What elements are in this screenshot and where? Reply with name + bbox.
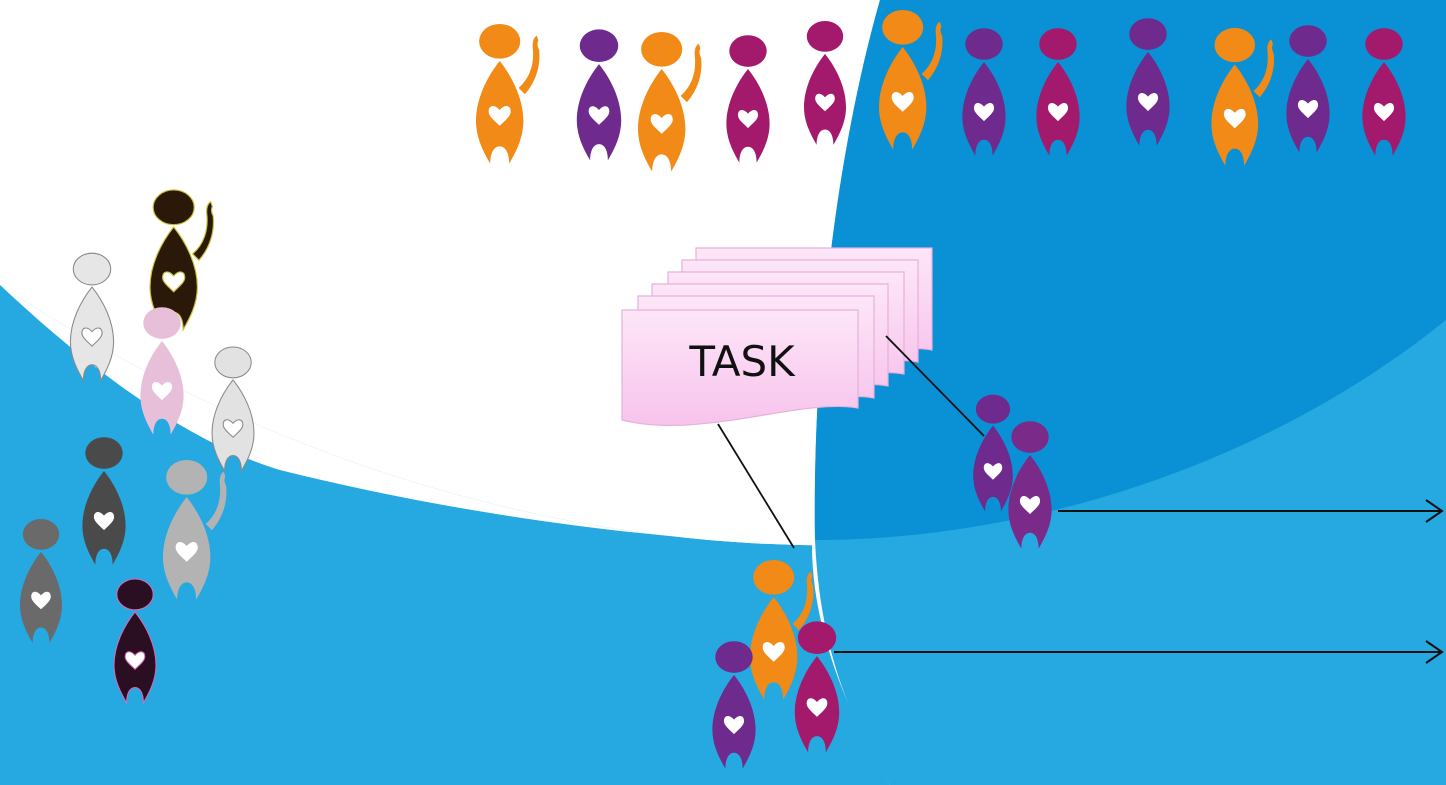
- person-heart-icon: [576, 29, 622, 161]
- person-heart-icon: [113, 578, 157, 704]
- connector-line-pair: [885, 335, 985, 437]
- person-heart-icon: [20, 519, 62, 643]
- task-label: TASK: [688, 337, 796, 386]
- arrow-right-icon: [834, 640, 1444, 664]
- person-heart-icon: [712, 641, 756, 769]
- person-heart-icon: [1286, 25, 1330, 153]
- person-heart-icon: [794, 621, 840, 753]
- person-heart-icon: [82, 437, 126, 565]
- person-heart-icon: [69, 252, 115, 382]
- person-heart-icon: [140, 307, 184, 435]
- person-heart-icon: [1008, 421, 1052, 549]
- person-heart-icon: [1126, 18, 1170, 146]
- person-heart-icon: [726, 35, 770, 163]
- person-heart-icon: [1362, 28, 1406, 156]
- document-stack-icon: TASK: [621, 247, 933, 427]
- person-heart-icon: [1036, 28, 1080, 156]
- task-card: [621, 309, 859, 427]
- person-heart-icon: [804, 21, 846, 145]
- connector-line-trio: [717, 423, 795, 549]
- person-heart-icon: [962, 28, 1006, 156]
- arrow-right-icon: [1058, 499, 1444, 523]
- person-heart-icon: [211, 346, 255, 472]
- person-heart-icon: [973, 394, 1013, 512]
